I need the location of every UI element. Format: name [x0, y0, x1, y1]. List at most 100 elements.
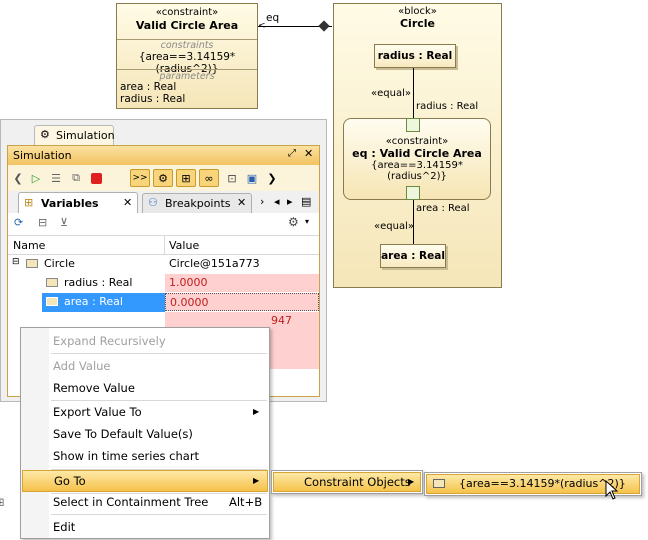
- tab-right-icon[interactable]: ▸: [287, 195, 293, 208]
- row-name: area : Real: [64, 295, 123, 308]
- tab-breakpoints[interactable]: ⚇ Breakpoints ✕: [142, 193, 252, 213]
- tab-variables-close-icon[interactable]: ✕: [123, 196, 133, 209]
- menu-shortcut: Alt+B: [229, 495, 263, 509]
- menu-separator: [51, 514, 267, 515]
- lock-icon[interactable]: ⊡: [227, 171, 237, 185]
- stop-icon[interactable]: [88, 170, 104, 186]
- tab-breakpoints-close-icon[interactable]: ✕: [237, 196, 247, 209]
- area-connector-label: area : Real: [416, 203, 470, 214]
- row-name: Circle: [44, 257, 75, 270]
- menu-separator: [51, 469, 267, 470]
- submenu-arrow-icon: ▶: [253, 476, 260, 485]
- chevron-down-icon[interactable]: ▾: [305, 217, 310, 226]
- menu-item-remove-value[interactable]: Remove Value: [21, 377, 269, 399]
- collapse-icon[interactable]: ⊟: [38, 216, 48, 229]
- submenu-arrow-icon: ▶: [253, 407, 260, 416]
- value-property-icon: [46, 278, 58, 287]
- tab-left-icon[interactable]: ◂: [274, 195, 280, 208]
- constraint-block-name: Valid Circle Area: [135, 19, 239, 32]
- tab-breakpoints-label: Breakpoints: [165, 197, 231, 210]
- submenu-item-constraint-objects[interactable]: Constraint Objects ▶: [273, 472, 421, 492]
- table-header: Name Value: [8, 235, 319, 255]
- menu-item-export-value-to[interactable]: Export Value To ▶: [21, 401, 269, 423]
- row-value: 1.0000: [165, 274, 319, 292]
- pause-icon[interactable]: ⧉: [72, 171, 80, 184]
- collapse-toggle-icon[interactable]: ⊟: [12, 257, 20, 267]
- association-label: eq: [266, 12, 280, 24]
- menu-item-edit[interactable]: Edit: [21, 516, 269, 538]
- constraint-object-icon: [433, 479, 445, 488]
- divider: [117, 39, 257, 40]
- parameters-header: parameters: [159, 71, 215, 82]
- divider: [117, 69, 257, 70]
- tab-simulation-view[interactable]: ⚙ Simulation: [34, 125, 115, 145]
- block-stereotype: «block»: [398, 6, 437, 17]
- tab-overflow-icon[interactable]: ›: [260, 195, 265, 208]
- gear-icon: ⚙: [40, 128, 50, 141]
- column-value[interactable]: Value: [169, 239, 200, 252]
- animate-icon[interactable]: >>: [130, 169, 150, 187]
- variables-icon: ⊞: [24, 196, 34, 209]
- param-radius: radius : Real: [120, 93, 186, 105]
- link-icon[interactable]: ∞: [199, 169, 219, 187]
- expand-icon[interactable]: ⊻: [60, 216, 69, 229]
- area-port[interactable]: [406, 186, 420, 200]
- radius-connector: [413, 68, 414, 118]
- menu-item-show-chart[interactable]: Show in time series chart: [21, 445, 269, 467]
- constraint-stereotype: «constraint»: [155, 7, 219, 18]
- radius-connector-label: radius : Real: [416, 101, 479, 112]
- association-line: [258, 26, 332, 27]
- menu-label: Select in Containment Tree: [53, 495, 209, 509]
- tab-variables[interactable]: ⊞ Variables ✕: [18, 192, 138, 213]
- equal-label-top: «equal»: [371, 88, 411, 99]
- menu-label: Expand Recursively: [53, 334, 166, 348]
- menu-item-add-value[interactable]: Add Value: [21, 355, 269, 377]
- composition-diamond-icon: [318, 20, 330, 32]
- menu-label: Constraint Objects: [304, 475, 411, 489]
- step-into-icon[interactable]: ☰: [51, 171, 61, 185]
- options-gear-icon[interactable]: ⚙: [288, 215, 299, 229]
- constraint-block[interactable]: «constraint» Valid Circle Area constrain…: [116, 3, 258, 109]
- step-back-icon[interactable]: ❮: [13, 171, 23, 185]
- submenu-item-constraint-expr[interactable]: {area==3.14159*(radius^2)}: [426, 474, 640, 494]
- export-icon[interactable]: ▣: [246, 171, 258, 185]
- radius-part[interactable]: radius : Real: [374, 44, 456, 68]
- tab-variables-label: Variables: [41, 197, 99, 210]
- menu-label: Go To: [54, 474, 86, 488]
- param-area: area : Real: [120, 81, 177, 93]
- column-name[interactable]: Name: [13, 239, 46, 252]
- menu-label: Edit: [53, 520, 76, 534]
- table-row[interactable]: ⊟ Circle Circle@151a773: [8, 255, 319, 274]
- menu-item-save-default[interactable]: Save To Default Value(s): [21, 423, 269, 445]
- toolbar: ❮ ▷ ☰ ⧉ >> ⚙ ⊞ ∞ ⊡ ▣ ❯: [8, 165, 319, 191]
- table-row[interactable]: 947: [165, 312, 319, 331]
- tree-icon[interactable]: ⊞: [176, 169, 196, 187]
- refresh-icon[interactable]: ⟳: [14, 216, 24, 229]
- arrow-open-icon: <: [258, 21, 266, 31]
- constraint-property-expr: {area==3.14159*(radius^2)}: [371, 160, 463, 182]
- settings-icon[interactable]: ⚙: [153, 169, 173, 187]
- menu-separator: [51, 400, 267, 401]
- close-icon[interactable]: ✕: [304, 147, 314, 160]
- menu-item-go-to[interactable]: Go To ▶: [22, 470, 268, 492]
- block-icon: [26, 259, 38, 268]
- menu-label: Show in time series chart: [53, 449, 200, 463]
- menu-label: {area==3.14159*(radius^2)}: [459, 477, 626, 490]
- tab-list-icon[interactable]: ▤: [301, 195, 312, 208]
- more-icon[interactable]: ❯: [267, 171, 277, 185]
- area-part[interactable]: area : Real: [380, 244, 446, 268]
- menu-label: Add Value: [53, 359, 111, 373]
- context-menu: Expand Recursively Add Value Remove Valu…: [0, 327, 270, 539]
- table-row-selected[interactable]: area : Real 0.0000: [8, 293, 319, 312]
- submenu-goto: Constraint Objects ▶: [271, 470, 423, 494]
- menu-icon-gutter: [21, 328, 49, 538]
- menu-item-select-containment[interactable]: ⊞ Select in Containment Tree Alt+B: [0, 491, 269, 513]
- constraint-property-name: eq : Valid Circle Area: [352, 147, 482, 160]
- menu-label: Remove Value: [53, 381, 135, 395]
- table-row[interactable]: radius : Real 1.0000: [8, 274, 319, 293]
- inner-tabbar: ⊞ Variables ✕ ⚇ Breakpoints ✕ › ◂ ▸ ▤: [8, 191, 319, 214]
- menu-item-expand-recursively[interactable]: Expand Recursively: [21, 330, 269, 352]
- radius-port[interactable]: [406, 118, 420, 132]
- restore-icon[interactable]: ⤢: [288, 148, 296, 159]
- play-icon[interactable]: ▷: [31, 171, 41, 185]
